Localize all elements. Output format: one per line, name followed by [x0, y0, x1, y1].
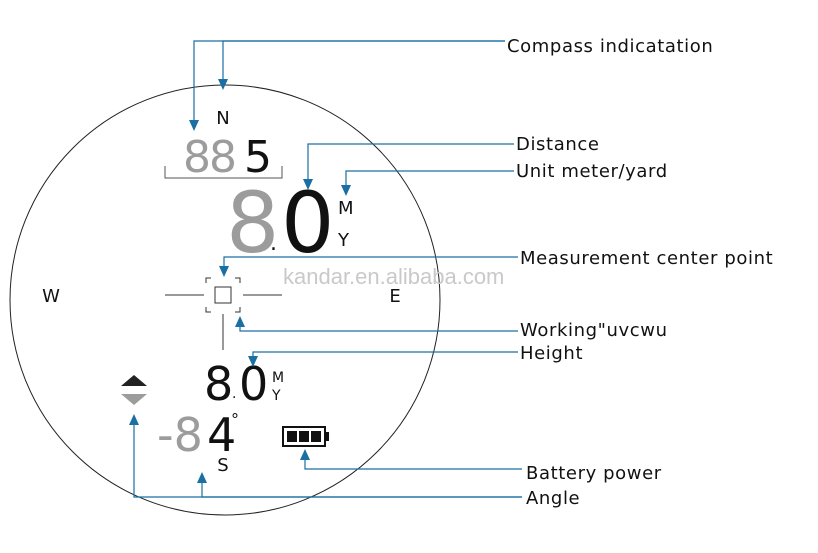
compass-east-label: E: [389, 286, 400, 307]
distance-decimal-digit: 0: [281, 174, 334, 272]
watermark-text: kandar.en.alibaba.com: [283, 264, 504, 289]
callout-angle-leader: [129, 414, 522, 498]
angle-dim-digits: -8: [157, 408, 203, 462]
height-decimal-point: .: [232, 386, 236, 402]
callout-height-label: Height: [520, 343, 583, 364]
callout-angle-label: Angle: [526, 488, 580, 509]
callout-distance-leader: [303, 143, 514, 190]
callout-compass-leader: [189, 40, 505, 131]
crosshair-corner-brackets: [205, 277, 241, 313]
compass-heading-dim-digits: 88: [183, 132, 235, 183]
callout-center-label: Measurement center point: [520, 248, 773, 269]
height-integer-digit: 8: [204, 357, 233, 411]
callout-unit-label: Unit meter/yard: [516, 161, 668, 182]
angle-direction-icon: [121, 375, 147, 405]
compass-heading-readout: 88 5: [183, 132, 272, 183]
callout-battery-label: Battery power: [526, 463, 662, 484]
distance-unit-y: Y: [337, 230, 350, 251]
callout-working-leader: [235, 316, 518, 332]
callout-distance-label: Distance: [516, 134, 600, 155]
compass-south-label: S: [217, 455, 228, 476]
height-readout: 8 . 0 M Y: [204, 357, 284, 411]
distance-unit-m: M: [338, 198, 354, 219]
battery-icon: [282, 426, 329, 447]
callout-battery-leader: [300, 449, 522, 470]
angle-value-digit: 4: [207, 408, 236, 462]
callout-working-label: Working"uvcwu: [520, 320, 668, 341]
distance-decimal-point: .: [270, 231, 277, 256]
callout-height-leader: [248, 351, 518, 367]
compass-north-label: N: [216, 108, 229, 129]
height-unit-m: M: [272, 370, 284, 386]
height-unit-y: Y: [271, 388, 281, 404]
measurement-center-box: [214, 286, 232, 304]
callout-center-leader: [219, 256, 518, 277]
callout-compass-label: Compass indicatation: [507, 36, 713, 57]
distance-readout: 8 . 0 M Y: [226, 174, 354, 272]
distance-integer-digit: 8: [226, 174, 279, 272]
callout-unit-leader: [341, 170, 514, 196]
compass-bracket: [164, 166, 283, 179]
crosshair: [165, 277, 282, 350]
compass-west-label: W: [42, 286, 60, 307]
angle-readout: -8 4 °: [157, 408, 239, 462]
compass-heading-digit: 5: [244, 132, 272, 183]
angle-up-triangle-icon: [121, 375, 147, 386]
height-decimal-digit: 0: [239, 357, 268, 411]
angle-degree-symbol: °: [231, 410, 239, 429]
angle-down-triangle-icon: [121, 394, 147, 405]
